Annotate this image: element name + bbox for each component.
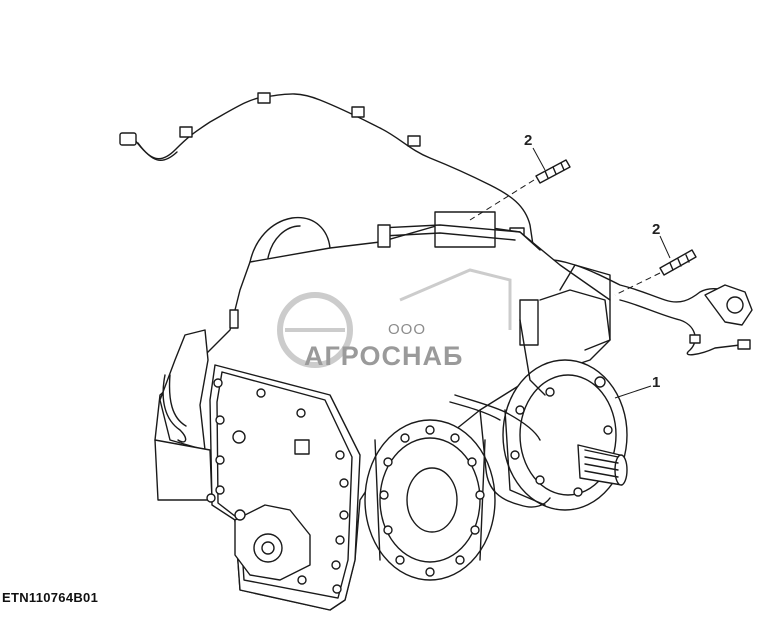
callout-1: 1 bbox=[652, 374, 661, 391]
callout-2-upper: 2 bbox=[524, 132, 533, 149]
dowel-pin-right bbox=[659, 249, 697, 276]
watermark-brand: АГРОСНАБ bbox=[304, 341, 464, 371]
output-housing bbox=[502, 359, 628, 511]
watermark-prefix: ООО bbox=[388, 321, 427, 338]
leader-callout-2b bbox=[659, 235, 671, 259]
watermark-logo bbox=[277, 268, 512, 368]
figure-id-label: ETN110764B01 bbox=[2, 590, 99, 605]
callout-2-right: 2 bbox=[652, 221, 661, 238]
hydraulic-lines bbox=[449, 319, 551, 508]
leader-callout-2a bbox=[532, 147, 546, 171]
central-flange bbox=[364, 419, 496, 581]
leader-dash-upper bbox=[469, 179, 535, 221]
leader-dash-right bbox=[614, 272, 661, 296]
dowel-pin-upper bbox=[535, 159, 571, 184]
leader-callout-1 bbox=[614, 385, 652, 399]
pump-assembly bbox=[234, 504, 311, 581]
